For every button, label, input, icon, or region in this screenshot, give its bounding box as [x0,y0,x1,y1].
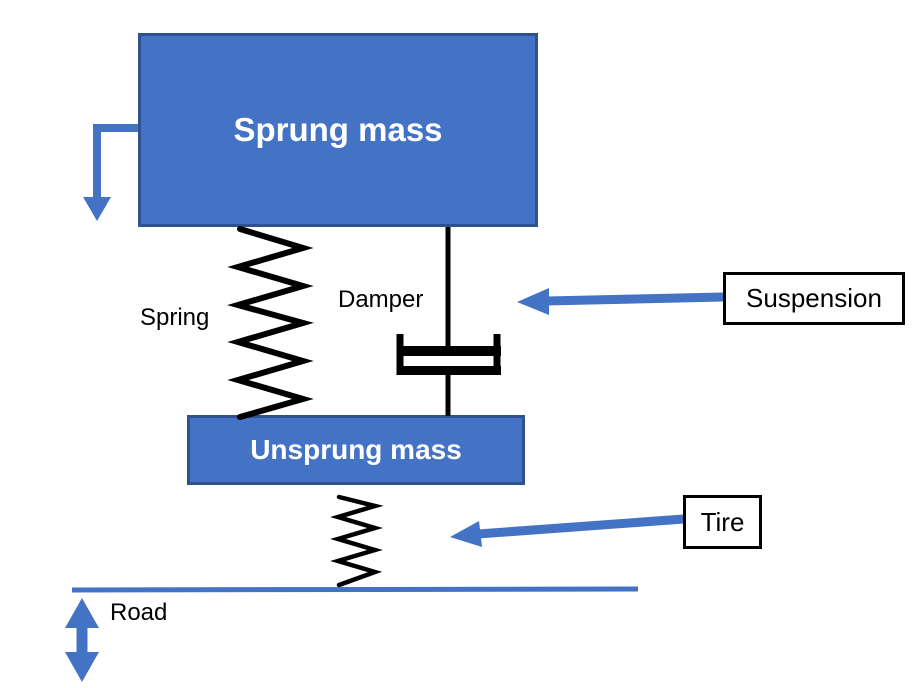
tire-callout-box: Tire [683,495,762,549]
suspension-callout-box: Suspension [723,272,905,325]
unsprung-mass-box: Unsprung mass [187,415,525,485]
tire-arrow-icon [450,514,685,547]
suspension-callout-label: Suspension [746,283,882,313]
tire-callout-label: Tire [700,506,745,537]
suspension-spring-symbol [227,226,314,420]
spring-label: Spring [140,304,210,331]
road-label: Road [110,599,168,626]
sprung-mass-label: Sprung mass [233,111,443,148]
unsprung-mass-label: Unsprung mass [250,434,462,465]
double-vertical-arrow-icon [65,598,99,682]
sprung-mass-box: Sprung mass [138,33,538,227]
damper-symbol [396,227,501,416]
suspension-arrow-icon [517,288,724,315]
tire-spring-symbol [330,494,384,588]
elbow-down-arrow-icon [83,124,138,221]
damper-label: Damper [338,286,424,313]
road-line [71,586,639,593]
